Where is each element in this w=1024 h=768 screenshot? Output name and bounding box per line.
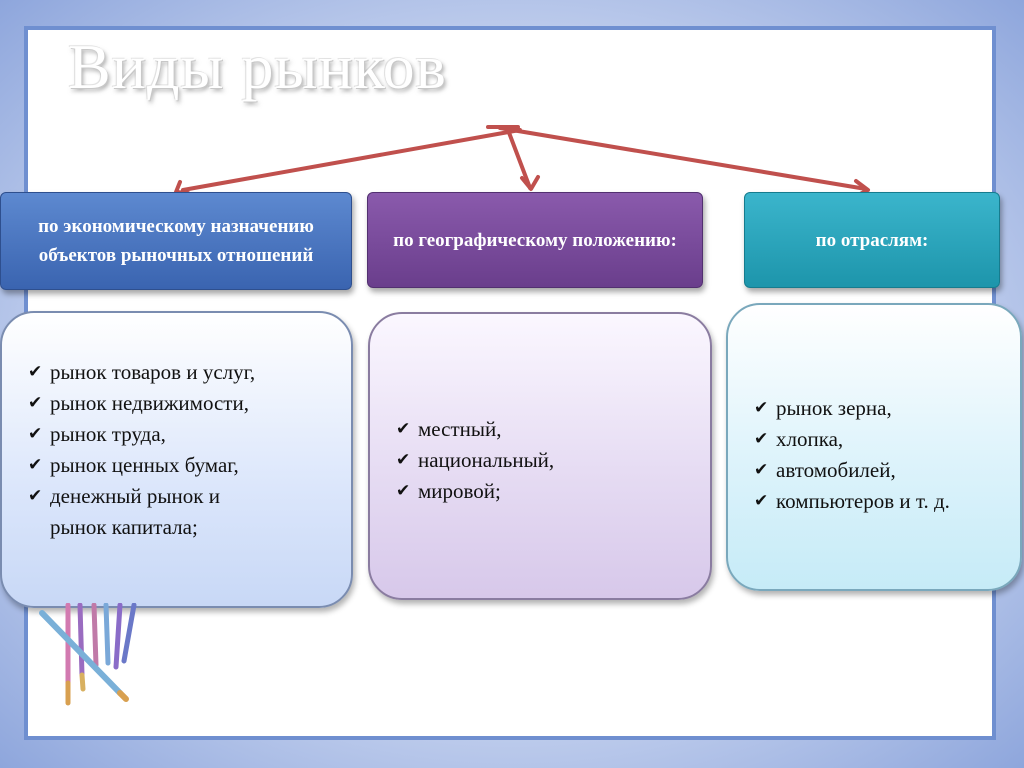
category-label: по географическому положению: (393, 226, 677, 255)
check-icon: ✔ (396, 445, 418, 476)
list-item: ✔компьютеров и т. д. (754, 486, 1020, 517)
list-item: ✔хлопка, (754, 424, 1020, 455)
check-icon: ✔ (754, 486, 776, 517)
pencils-icon (38, 603, 148, 713)
check-icon: ✔ (28, 481, 50, 512)
check-icon: ✔ (28, 419, 50, 450)
list-item: ✔рынок товаров и услуг, (28, 357, 351, 388)
list-box-economic: ✔рынок товаров и услуг, ✔рынок недвижимо… (0, 311, 353, 608)
category-geographic: по географическому положению: (367, 192, 703, 288)
category-economic-purpose: по экономическому назначению объектов ры… (0, 192, 352, 290)
list-item: ✔автомобилей, (754, 455, 1020, 486)
check-icon: ✔ (754, 393, 776, 424)
category-label: по отраслям: (816, 226, 929, 255)
check-icon: ✔ (28, 450, 50, 481)
check-icon: ✔ (396, 414, 418, 445)
category-industry: по отраслям: (744, 192, 1000, 288)
arrow-icon (183, 130, 520, 190)
list-item: ✔национальный, (396, 445, 710, 476)
list-item: ✔местный, (396, 414, 710, 445)
list-item: ✔рынок зерна, (754, 393, 1020, 424)
check-icon: ✔ (28, 388, 50, 419)
check-icon: ✔ (754, 455, 776, 486)
list-box-geographic: ✔местный, ✔национальный, ✔мировой; (368, 312, 712, 600)
check-icon: ✔ (396, 476, 418, 507)
check-icon: ✔ (28, 357, 50, 388)
arrow-icon (500, 128, 866, 189)
list-item: ✔рынок недвижимости, (28, 388, 351, 419)
category-label: по экономическому назначению объектов ры… (11, 212, 341, 270)
check-icon: ✔ (754, 424, 776, 455)
list-item: ✔мировой; (396, 476, 710, 507)
list-item: ✔денежный рынок и рынок капитала; (28, 481, 351, 543)
arrow-icon (508, 130, 530, 188)
list-item: ✔рынок ценных бумаг, (28, 450, 351, 481)
list-item: ✔рынок труда, (28, 419, 351, 450)
list-box-industry: ✔рынок зерна, ✔хлопка, ✔автомобилей, ✔ко… (726, 303, 1022, 591)
